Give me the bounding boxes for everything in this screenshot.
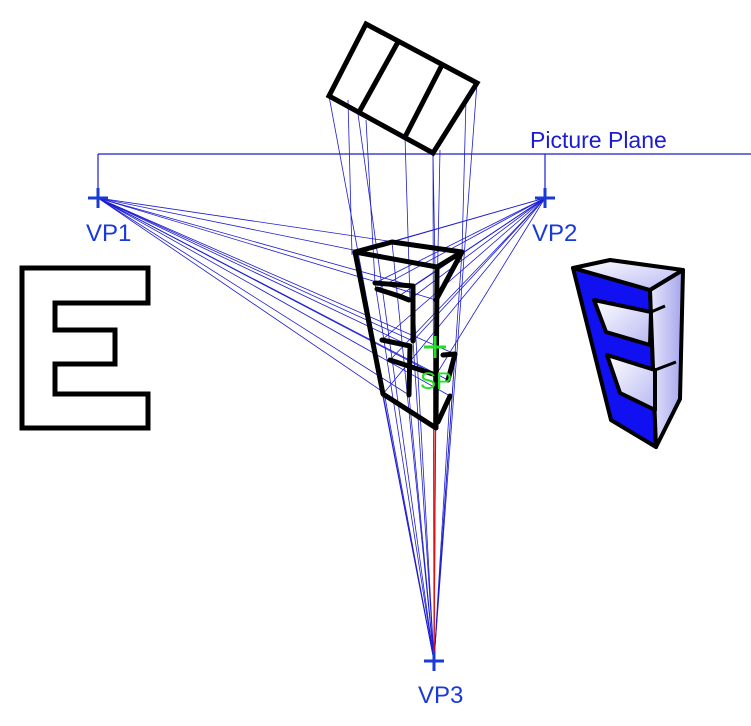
station-point-marker xyxy=(424,336,446,358)
vp2-label: VP2 xyxy=(532,220,577,247)
construction-ray xyxy=(376,197,546,290)
construction-ray xyxy=(374,197,546,284)
construction-ray xyxy=(97,197,414,342)
plan-view-box xyxy=(325,20,481,157)
picture-plane-line xyxy=(97,153,751,198)
construction-ray xyxy=(408,394,435,662)
construction-ray xyxy=(391,197,546,243)
vp3-marker xyxy=(424,651,444,671)
construction-ray xyxy=(461,99,467,253)
construction-ray xyxy=(412,340,435,662)
construction-ray xyxy=(404,136,411,301)
construction-ray xyxy=(97,197,410,396)
construction-ray xyxy=(357,113,435,662)
construction-ray xyxy=(374,282,435,662)
shaded-letter-e xyxy=(571,258,685,449)
vp2-marker xyxy=(535,188,555,208)
vp1-marker xyxy=(88,188,108,208)
vp3-label: VP3 xyxy=(418,682,463,709)
sp-label: SP xyxy=(420,368,452,395)
construction-ray xyxy=(412,285,435,662)
construction-ray xyxy=(97,197,449,381)
flat-letter-e xyxy=(19,265,151,431)
construction-ray xyxy=(347,99,353,256)
construction-ray xyxy=(435,197,546,376)
construction-ray xyxy=(398,197,546,297)
perspective-wireframe-e xyxy=(352,239,465,431)
construction-ray xyxy=(433,82,478,662)
picture-plane-label: Picture Plane xyxy=(530,127,667,153)
construction-ray xyxy=(97,197,411,347)
vp1-label: VP1 xyxy=(86,220,131,247)
construction-rays xyxy=(97,82,546,662)
construction-ray xyxy=(433,395,451,662)
construction-ray xyxy=(408,197,546,301)
construction-ray xyxy=(391,241,435,662)
